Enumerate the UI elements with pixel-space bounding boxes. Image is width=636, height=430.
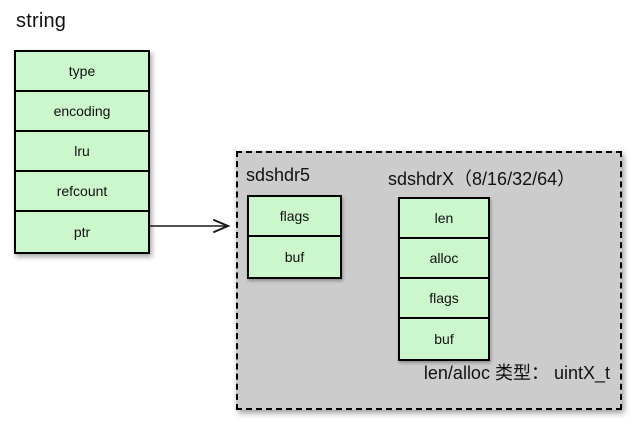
sdshdrx-cell-len: len bbox=[400, 199, 488, 239]
sdshdr5-struct-stack: flags buf bbox=[247, 195, 342, 279]
struct-cell-ptr: ptr bbox=[16, 212, 148, 252]
sdshdrx-cell-flags: flags bbox=[400, 279, 488, 319]
robj-struct-stack: type encoding lru refcount ptr bbox=[14, 50, 150, 254]
struct-cell-refcount: refcount bbox=[16, 172, 148, 212]
struct-cell-lru: lru bbox=[16, 132, 148, 172]
sdshdrx-struct-stack: len alloc flags buf bbox=[398, 197, 490, 361]
sds-header-panel: sdshdr5 flags buf sdshdrX（8/16/32/64） le… bbox=[236, 151, 622, 410]
sdshdr5-cell-buf: buf bbox=[249, 237, 340, 277]
sdshdr5-cell-flags: flags bbox=[249, 197, 340, 237]
sdshdrx-label: sdshdrX（8/16/32/64） bbox=[388, 169, 576, 189]
pointer-arrow-icon bbox=[150, 219, 231, 233]
sdshdr5-label: sdshdr5 bbox=[246, 165, 311, 185]
struct-cell-type: type bbox=[16, 52, 148, 92]
sdshdrx-cell-buf: buf bbox=[400, 319, 488, 359]
len-alloc-type-note: len/alloc 类型： uintX_t bbox=[423, 363, 610, 383]
sdshdrx-cell-alloc: alloc bbox=[400, 239, 488, 279]
struct-cell-encoding: encoding bbox=[16, 92, 148, 132]
diagram-title: string bbox=[16, 10, 67, 32]
